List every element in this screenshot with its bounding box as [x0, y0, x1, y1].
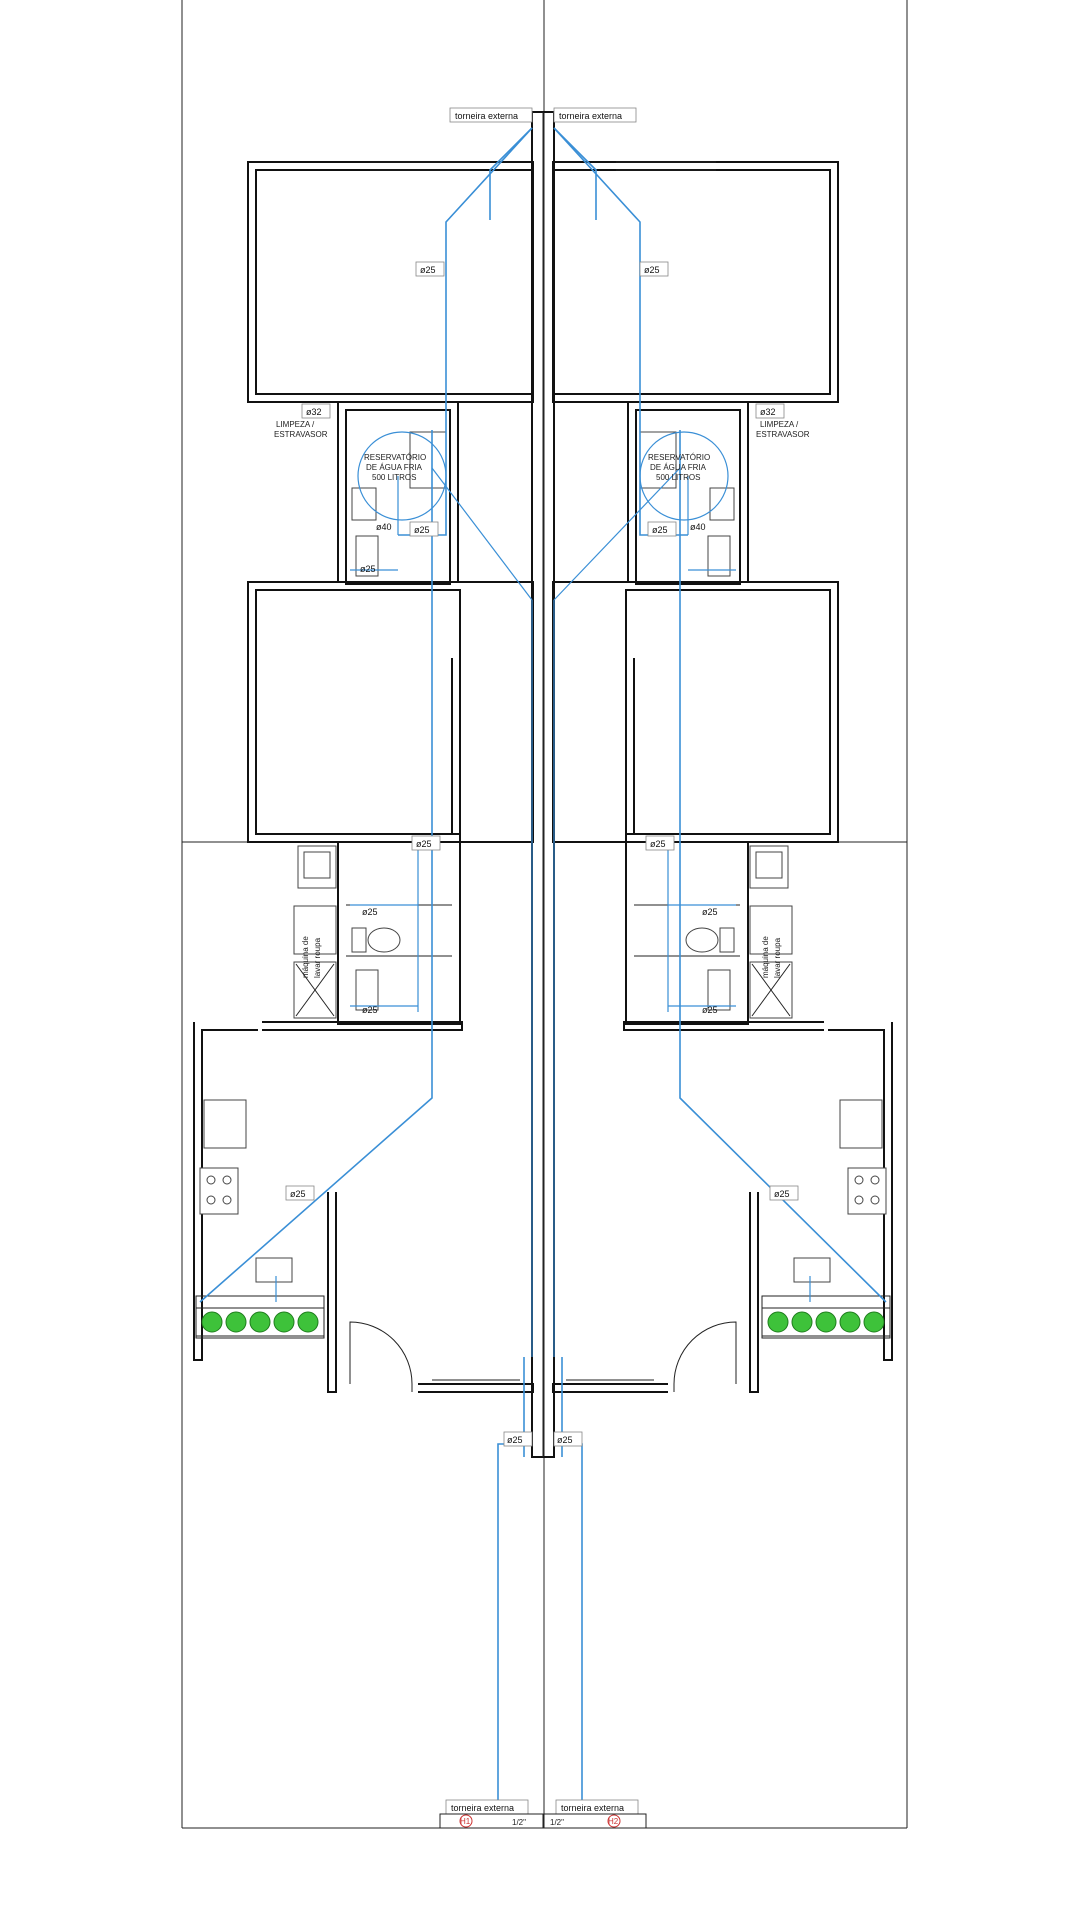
shower	[355, 535, 379, 577]
plant-icon	[201, 1311, 223, 1333]
shower-drain	[355, 969, 379, 1011]
toilet	[351, 487, 377, 521]
meter-size-label: 1/2"	[512, 1818, 526, 1827]
diameter-label: ø25	[362, 907, 378, 917]
garden-planter-left	[195, 1307, 325, 1339]
water-tank-outline	[639, 431, 729, 521]
diameter-label: ø25	[414, 525, 430, 535]
plant-icon	[273, 1311, 295, 1333]
right-house-walls	[552, 161, 893, 1393]
lot-boundaries	[181, 0, 908, 1829]
left-water-pipes	[199, 127, 533, 1810]
tap-label-text: torneira externa	[559, 111, 622, 121]
tap-label-top-right: torneira externa	[553, 107, 637, 123]
right-fixtures	[639, 431, 891, 1337]
kitchen-sink	[255, 1257, 293, 1283]
left-fixtures	[195, 431, 447, 1337]
tap-label-text: torneira externa	[451, 1803, 514, 1813]
laundry-label-1: máquina de	[761, 936, 770, 978]
diameter-label: ø25	[290, 1189, 306, 1199]
garden-planter-right	[761, 1307, 891, 1339]
tank-label-1: RESERVATÓRIO	[364, 453, 426, 462]
diameter-label: ø25	[702, 907, 718, 917]
tap-label-text: torneira externa	[561, 1803, 624, 1813]
fridge	[203, 1099, 247, 1149]
plant-icon	[225, 1311, 247, 1333]
water-tank-outline	[357, 431, 447, 521]
pipe-labels-left: ø25 ø32 LIMPEZA / ESTRAVASOR RESERVATÓRI…	[274, 261, 533, 1447]
diameter-label: ø40	[690, 522, 706, 532]
plant-icon	[297, 1311, 319, 1333]
laundry-label-2: lavar roupa	[773, 937, 782, 978]
pipe-labels-right: ø25 ø32 LIMPEZA / ESTRAVASOR RESERVATÓRI…	[553, 261, 810, 1447]
tank-label-3: 500 LITROS	[372, 473, 416, 482]
diameter-label: ø25	[360, 564, 376, 574]
overflow-label-2: ESTRAVASOR	[756, 430, 810, 439]
diameter-label: ø25	[362, 1005, 378, 1015]
diameter-label: ø25	[652, 525, 668, 535]
diameter-label: ø25	[774, 1189, 790, 1199]
stove	[199, 1167, 239, 1215]
laundry-label-1: máquina de	[301, 936, 310, 978]
plant-icon	[767, 1311, 789, 1333]
diameter-label: ø25	[416, 839, 432, 849]
tap-label-text: torneira externa	[455, 111, 518, 121]
toilet-bowl	[367, 927, 401, 953]
diameter-label: ø25	[420, 265, 436, 275]
diameter-label: ø25	[702, 1005, 718, 1015]
laundry-label-2: lavar roupa	[313, 937, 322, 978]
water-meter-h1	[459, 1814, 473, 1828]
tap-label-top-left: torneira externa	[449, 107, 533, 123]
bottom-taps-meters: torneira externa torneira externa H1 H2 …	[439, 1799, 647, 1829]
tank-label-1: RESERVATÓRIO	[648, 453, 710, 462]
left-house-walls	[193, 161, 534, 1393]
tank-stand	[293, 905, 337, 955]
overflow-label-1: LIMPEZA /	[276, 420, 315, 429]
tank-label-2: DE ÁGUA FRIA	[650, 463, 707, 472]
plant-icon	[839, 1311, 861, 1333]
overflow-label-2: ESTRAVASOR	[274, 430, 328, 439]
overflow-label-1: LIMPEZA /	[760, 420, 799, 429]
diameter-label: ø25	[507, 1435, 523, 1445]
diameter-label: ø32	[306, 407, 322, 417]
party-wall	[531, 111, 555, 1458]
right-water-pipes	[553, 127, 887, 1810]
water-meter-h2	[607, 1814, 621, 1828]
diameter-label: ø25	[557, 1435, 573, 1445]
diameter-label: ø25	[650, 839, 666, 849]
plant-icon	[863, 1311, 885, 1333]
meter-label: H1	[460, 1817, 471, 1826]
diameter-label: ø40	[376, 522, 392, 532]
tank-label-2: DE ÁGUA FRIA	[366, 463, 423, 472]
plant-icon	[249, 1311, 271, 1333]
plant-icon	[815, 1311, 837, 1333]
tank-label-3: 500 LITROS	[656, 473, 700, 482]
meter-size-label: 1/2"	[550, 1818, 564, 1827]
plant-icon	[791, 1311, 813, 1333]
diameter-label: ø25	[644, 265, 660, 275]
meter-label: H2	[608, 1817, 619, 1826]
diameter-label: ø32	[760, 407, 776, 417]
